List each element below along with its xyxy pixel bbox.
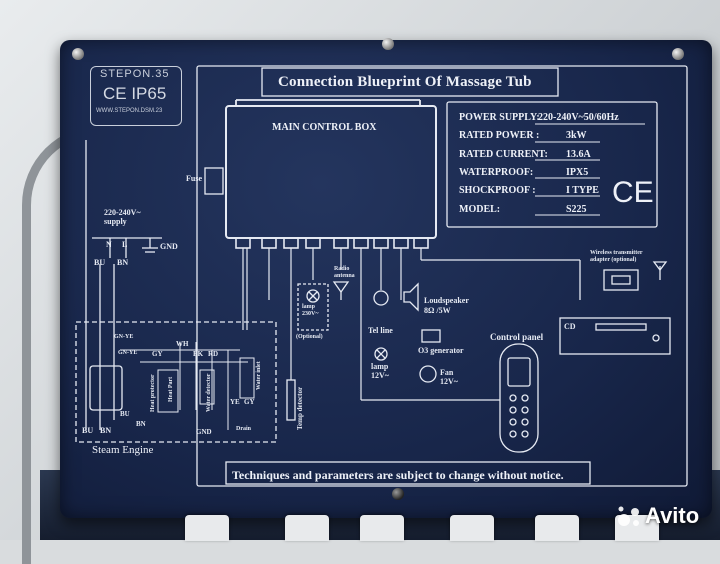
steam-bk: BK bbox=[193, 350, 204, 358]
spec-label: WATERPROOF: bbox=[459, 166, 534, 178]
supply-l: L bbox=[122, 240, 128, 249]
diagram-title: Connection Blueprint Of Massage Tub bbox=[278, 74, 532, 90]
fan-label: Fan 12V~ bbox=[440, 368, 458, 386]
brand-site: WWW.STEPON.DSM.23 bbox=[96, 108, 163, 114]
optional-label: (Optional) bbox=[296, 334, 323, 340]
steam-heat-part: Heat Part bbox=[168, 376, 174, 402]
avito-logo-icon bbox=[618, 506, 639, 526]
supply-gnd: GND bbox=[160, 242, 178, 251]
cd-label: CD bbox=[564, 322, 576, 331]
avito-watermark: Avito bbox=[645, 503, 700, 528]
supply-n: N bbox=[106, 240, 112, 249]
ce-ip-mark: CE IP65 bbox=[103, 84, 167, 103]
spec-label: MODEL: bbox=[459, 203, 501, 215]
fuse-label: Fuse bbox=[186, 174, 202, 183]
control-panel-label: Control panel bbox=[490, 332, 544, 342]
steam-gnye-1: GN-YE bbox=[114, 334, 134, 340]
steam-bn-bottom: BN bbox=[100, 426, 112, 435]
spec-label: RATED POWER : bbox=[459, 130, 540, 142]
spec-label: SHOCKPROOF : bbox=[459, 185, 536, 197]
spec-value: S225 bbox=[566, 203, 587, 215]
wiring-diagram bbox=[75, 65, 688, 487]
steam-heat-protector: Heat protector bbox=[150, 374, 156, 412]
steam-gnye-2: GN-YE bbox=[118, 350, 138, 356]
o3-generator-label: O3 generator bbox=[418, 346, 464, 355]
logo-badge bbox=[90, 66, 182, 126]
control-panel-cover bbox=[60, 40, 712, 518]
spec-value: IPX5 bbox=[566, 166, 589, 178]
radio-antenna-label: Radio antenna bbox=[334, 266, 355, 279]
spec-value: 220-240V~50/60Hz bbox=[538, 112, 619, 123]
footer-note: Techniques and parameters are subject to… bbox=[232, 468, 564, 482]
supply-bn: BN bbox=[117, 258, 129, 267]
screw bbox=[382, 38, 394, 50]
spec-value: 3kW bbox=[566, 130, 587, 142]
steam-ye: YE bbox=[230, 398, 240, 406]
loudspeaker-label: Loudspeaker 8Ω /5W bbox=[424, 296, 469, 315]
steam-engine-title: Steam Engine bbox=[92, 444, 154, 456]
steam-gnd: GND bbox=[196, 428, 212, 436]
tel-line-label: Tel line bbox=[368, 326, 393, 335]
screw bbox=[72, 48, 84, 60]
steam-wh: WH bbox=[176, 340, 189, 348]
steam-gy: GY bbox=[152, 350, 163, 358]
supply-bu: BU bbox=[94, 258, 106, 267]
temp-detector-label: Temp detector bbox=[296, 386, 304, 430]
lamp-12-label: lamp 12V~ bbox=[371, 362, 389, 380]
steam-bu: BU bbox=[120, 410, 130, 418]
spec-value: I TYPE bbox=[566, 185, 599, 197]
supply-label: 220-240V~ supply bbox=[104, 208, 141, 226]
steam-gy2: GY bbox=[244, 398, 255, 406]
spec-label: RATED CURRENT: bbox=[459, 148, 548, 160]
steam-rd: RD bbox=[208, 350, 219, 358]
steam-water-detector: Water detector bbox=[206, 373, 212, 412]
spec-label: POWER SUPPLY: bbox=[459, 112, 540, 123]
brand-name: STEPON.35 bbox=[100, 68, 170, 80]
spec-value: 13.6A bbox=[566, 148, 591, 160]
screw bbox=[392, 488, 404, 500]
steam-bu-bottom: BU bbox=[82, 426, 94, 435]
steam-water-inlet: Water inlet bbox=[256, 361, 262, 390]
ce-mark: CE bbox=[612, 176, 654, 209]
main-box-label: MAIN CONTROL BOX bbox=[272, 122, 377, 133]
screw bbox=[672, 48, 684, 60]
lamp-230-label: lamp 230V~ bbox=[302, 304, 319, 317]
wireless-adapter-label: Wireless transmitter adapter (optional) bbox=[590, 250, 643, 263]
steam-bn: BN bbox=[136, 420, 146, 428]
steam-drain: Drain bbox=[236, 426, 251, 432]
